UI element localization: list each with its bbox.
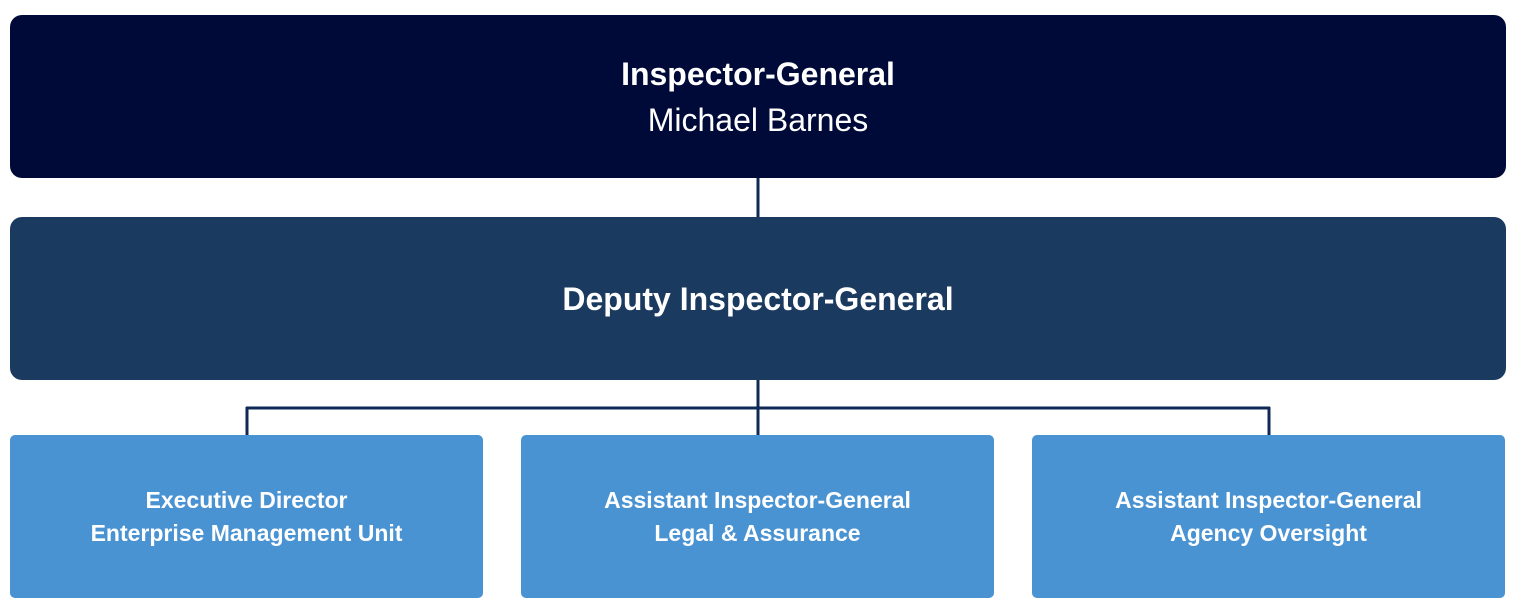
inspector-general-box: Inspector-General Michael Barnes	[10, 15, 1506, 178]
unit-subtitle: Agency Oversight	[1170, 519, 1367, 546]
deputy-inspector-general-title: Deputy Inspector-General	[562, 280, 954, 317]
deputy-inspector-general-box: Deputy Inspector-General	[10, 217, 1506, 380]
unit-title: Executive Director	[145, 486, 348, 513]
unit-title: Assistant Inspector-General	[1115, 486, 1422, 513]
agency-oversight-box: Assistant Inspector-General Agency Overs…	[1032, 435, 1505, 598]
executive-director-box: Executive Director Enterprise Management…	[10, 435, 483, 598]
unit-subtitle: Legal & Assurance	[654, 519, 861, 546]
unit-subtitle: Enterprise Management Unit	[90, 519, 403, 546]
legal-assurance-box: Assistant Inspector-General Legal & Assu…	[521, 435, 994, 598]
inspector-general-title: Inspector-General	[621, 55, 895, 92]
unit-title: Assistant Inspector-General	[604, 486, 911, 513]
inspector-general-name: Michael Barnes	[647, 101, 869, 138]
